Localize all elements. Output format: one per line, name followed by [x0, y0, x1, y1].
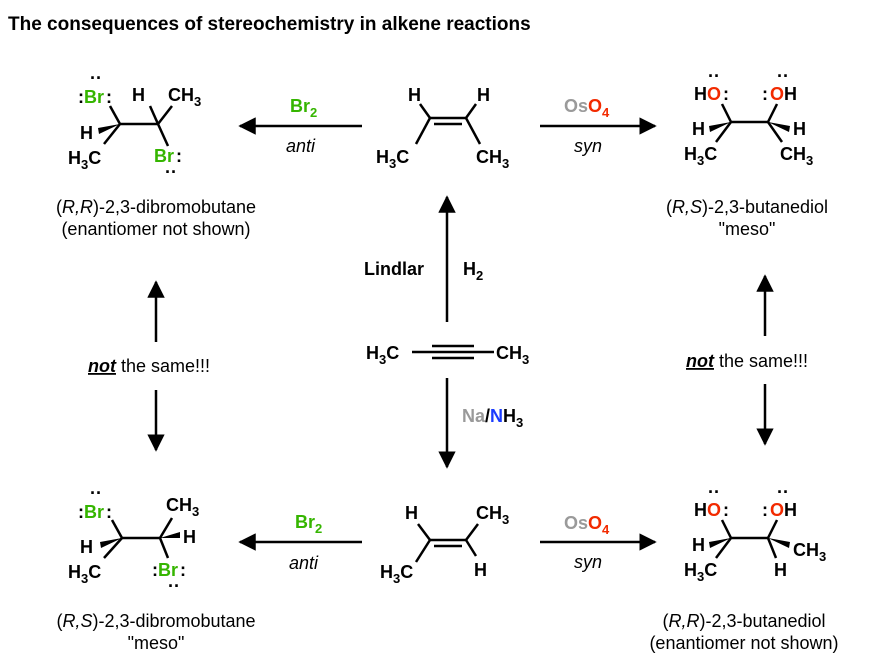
- reagent-br2-bottom: Br2 anti: [289, 512, 322, 573]
- name-rs-butanediol: (R,S)-2,3-butanediol "meso": [665, 197, 829, 239]
- molecule-rr-butanediol: HO: ·· :OH ·· H CH3 H3C H: [684, 482, 826, 584]
- svg-text:CH3: CH3: [793, 540, 826, 564]
- reagent-na-nh3: Na/NH3: [462, 406, 523, 430]
- svg-text:Br2: Br2: [295, 512, 322, 536]
- svg-text:H: H: [474, 560, 487, 580]
- svg-text:OsO4: OsO4: [564, 96, 610, 120]
- svg-text::OH: :OH: [762, 84, 797, 104]
- svg-text:H: H: [405, 503, 418, 523]
- svg-text:CH3: CH3: [476, 503, 509, 527]
- svg-text:CH3: CH3: [780, 144, 813, 168]
- molecule-rr-dibromobutane: :Br: ·· H CH3 H H3C Br: ··: [68, 68, 201, 182]
- svg-text:H: H: [132, 85, 145, 105]
- svg-text:H: H: [692, 535, 705, 555]
- not-same-right: not the same!!!: [686, 351, 808, 371]
- svg-text:HO:: HO:: [694, 500, 729, 520]
- svg-text:··: ··: [165, 162, 177, 182]
- svg-text:HO:: HO:: [694, 84, 729, 104]
- svg-text::Br:: :Br:: [78, 87, 112, 107]
- molecule-cis-2-butene: H H H3C CH3: [376, 85, 509, 171]
- svg-text:CH3: CH3: [476, 147, 509, 171]
- svg-text:CH3: CH3: [166, 495, 199, 519]
- page-title: The consequences of stereochemistry in a…: [8, 14, 531, 35]
- svg-text:Br:: Br:: [154, 146, 182, 166]
- svg-text:CH3: CH3: [496, 343, 529, 367]
- svg-text:anti: anti: [289, 553, 319, 573]
- svg-text:··: ··: [777, 66, 789, 86]
- svg-text:H: H: [774, 560, 787, 580]
- svg-text:H3C: H3C: [68, 148, 101, 172]
- svg-text:··: ··: [168, 576, 180, 596]
- svg-text:anti: anti: [286, 136, 316, 156]
- reagent-br2-top: Br2 anti: [286, 96, 317, 156]
- name-rs-dibromobutane: (R,S)-2,3-dibromobutane "meso": [56, 611, 256, 653]
- svg-text:Br2: Br2: [290, 96, 317, 120]
- svg-text:syn: syn: [574, 136, 602, 156]
- reagent-oso4-top: OsO4 syn: [564, 96, 610, 156]
- molecule-rs-dibromobutane: :Br: ·· CH3 H H H3C :Br: ··: [68, 483, 199, 596]
- svg-text:H2: H2: [463, 259, 483, 283]
- molecule-trans-2-butene: H CH3 H3C H: [380, 503, 509, 586]
- svg-text:H3C: H3C: [684, 144, 717, 168]
- svg-text::OH: :OH: [762, 500, 797, 520]
- svg-text:H3C: H3C: [376, 147, 409, 171]
- svg-text:H: H: [793, 119, 806, 139]
- svg-text:··: ··: [708, 482, 720, 502]
- svg-text:H3C: H3C: [684, 560, 717, 584]
- name-rr-dibromobutane: (R,R)-2,3-dibromobutane (enantiomer not …: [55, 197, 257, 239]
- not-same-left: not the same!!!: [88, 356, 210, 376]
- molecule-rs-butanediol: HO: ·· :OH ·· H H H3C CH3: [684, 66, 813, 168]
- svg-text:H: H: [408, 85, 421, 105]
- svg-text:syn: syn: [574, 552, 602, 572]
- svg-text:H: H: [183, 527, 196, 547]
- svg-text:H: H: [80, 123, 93, 143]
- svg-text::Br:: :Br:: [152, 560, 186, 580]
- svg-text:··: ··: [90, 68, 102, 88]
- svg-text:H: H: [80, 537, 93, 557]
- svg-text:H3C: H3C: [68, 562, 101, 586]
- reaction-arrows: [147, 117, 774, 551]
- svg-text:Na/NH3: Na/NH3: [462, 406, 523, 430]
- svg-text:··: ··: [777, 482, 789, 502]
- svg-text:··: ··: [90, 483, 102, 503]
- svg-text:H: H: [692, 119, 705, 139]
- svg-text:H3C: H3C: [366, 343, 399, 367]
- name-rr-butanediol: (R,R)-2,3-butanediol (enantiomer not sho…: [649, 611, 839, 653]
- svg-text:CH3: CH3: [168, 85, 201, 109]
- reagent-lindlar: Lindlar H2: [364, 259, 483, 283]
- svg-text:Lindlar: Lindlar: [364, 259, 424, 279]
- molecule-2-butyne: H3C CH3: [366, 343, 529, 367]
- svg-text:OsO4: OsO4: [564, 513, 610, 537]
- svg-text:H: H: [477, 85, 490, 105]
- svg-text:··: ··: [708, 66, 720, 86]
- svg-text:H3C: H3C: [380, 562, 413, 586]
- reagent-oso4-bottom: OsO4 syn: [564, 513, 610, 572]
- svg-text::Br:: :Br:: [78, 502, 112, 522]
